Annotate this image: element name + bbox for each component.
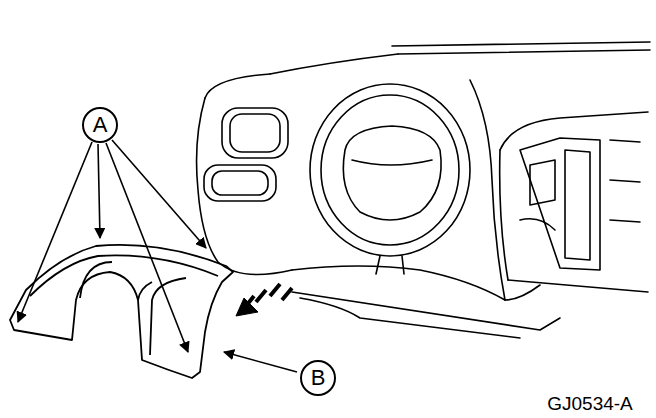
callout-letter: A	[82, 107, 118, 143]
callout-letter: B	[300, 360, 336, 396]
dashboard	[197, 42, 650, 338]
callout-text: A	[93, 114, 108, 136]
figure-code: GJ0534-A	[547, 393, 633, 415]
trim-panel	[10, 245, 233, 378]
callout-text: B	[311, 367, 326, 389]
motion-arrow	[236, 284, 292, 316]
leader-lines	[18, 140, 297, 372]
